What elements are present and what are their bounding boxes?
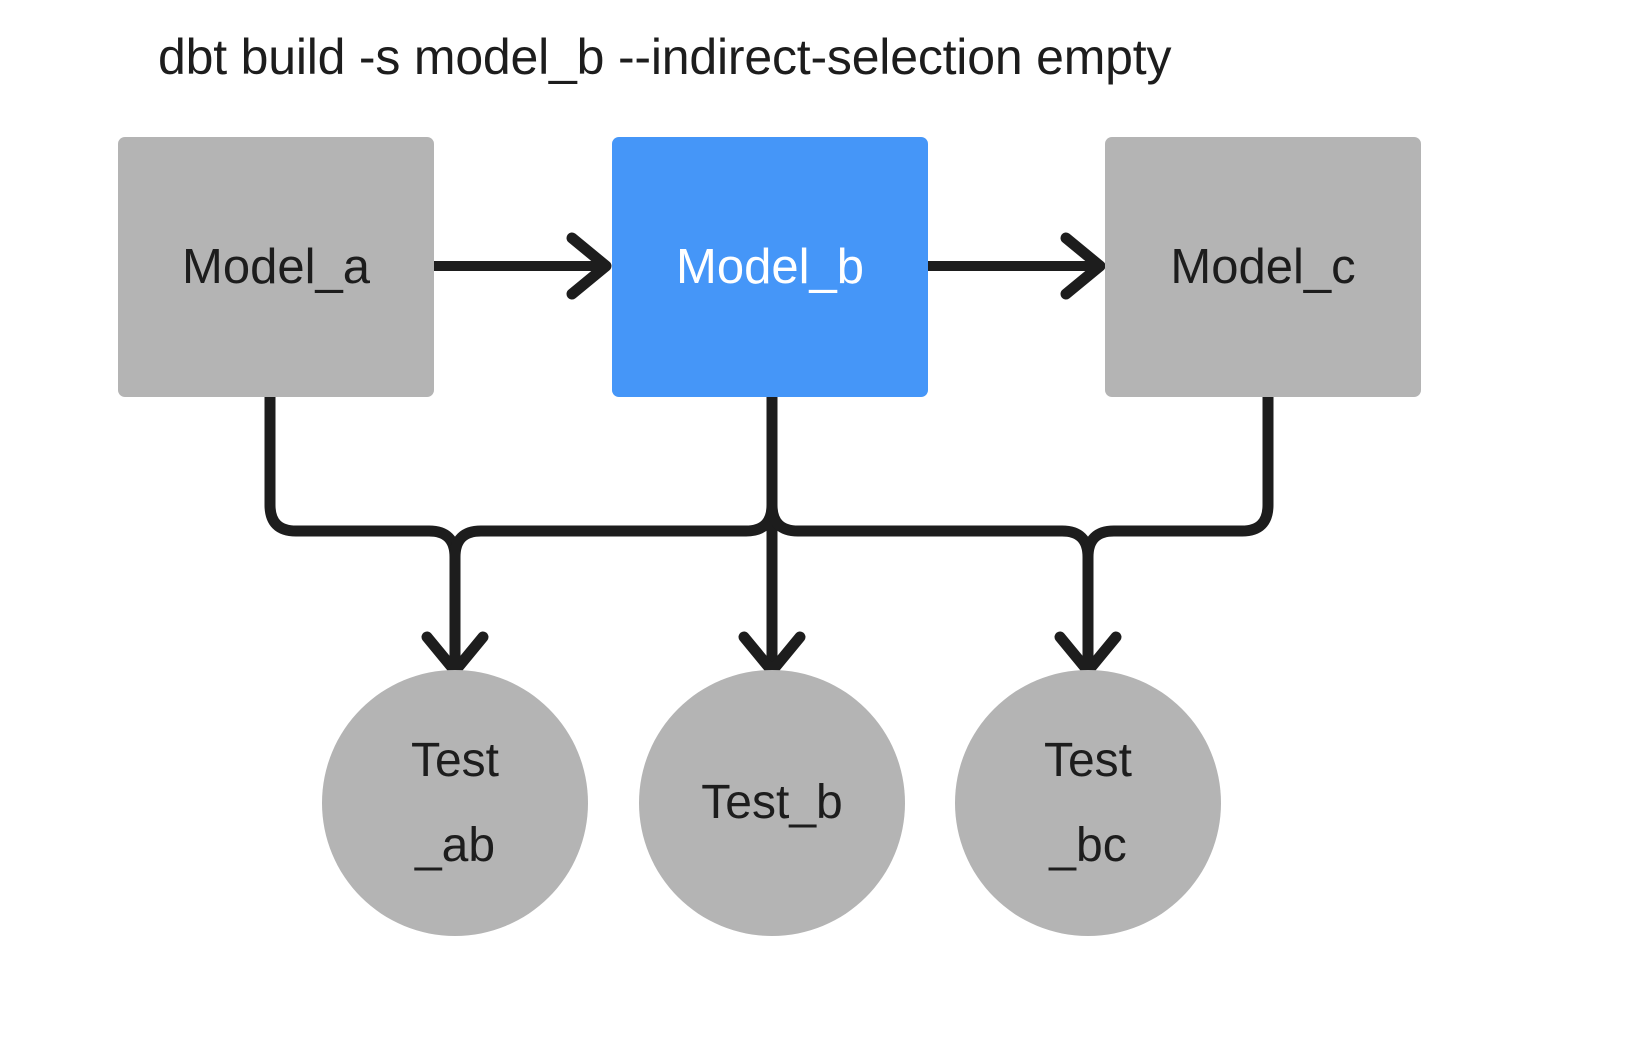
edge-model-b-to-test-bc (766, 396, 1122, 677)
node-test-ab[interactable]: Test _ab (322, 670, 588, 936)
node-model-c-label: Model_c (1170, 240, 1356, 294)
edge-model-c-to-test-bc (1082, 396, 1274, 558)
node-test-ab-label: Test _ab (410, 734, 500, 872)
node-model-c[interactable]: Model_c (1105, 137, 1421, 397)
node-model-b-label: Model_b (676, 240, 864, 294)
edge-model-b-to-test-ab (449, 396, 778, 558)
edge-model-a-to-test-ab (264, 396, 489, 677)
edge-model-a-to-model-b (434, 232, 612, 300)
node-test-bc-label: Test _bc (1043, 734, 1133, 872)
edge-model-b-to-test-b (738, 396, 806, 677)
node-model-a[interactable]: Model_a (118, 137, 434, 397)
node-test-b-label: Test_b (701, 776, 843, 829)
node-model-a-label: Model_a (182, 240, 370, 294)
node-model-b[interactable]: Model_b (612, 137, 928, 397)
node-test-b[interactable]: Test_b (639, 670, 905, 936)
diagram-title: dbt build -s model_b --indirect-selectio… (158, 29, 1172, 85)
edge-model-b-to-model-c (928, 232, 1106, 300)
node-test-bc[interactable]: Test _bc (955, 670, 1221, 936)
